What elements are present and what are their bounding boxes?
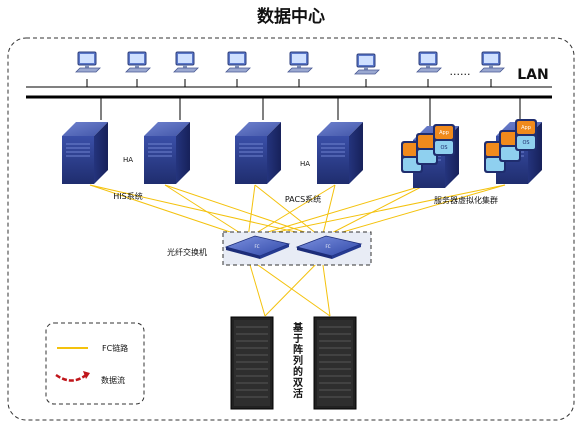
more-workstations-ellipsis: ......	[450, 65, 471, 78]
workstation-icon	[225, 51, 251, 87]
workstation-icon	[479, 51, 505, 87]
workstation-icon	[75, 51, 101, 87]
workstation-icon	[287, 51, 313, 87]
svg-text:FC: FC	[325, 244, 330, 249]
vm-os-label: OS	[522, 140, 529, 146]
vm-app-label: App	[439, 130, 449, 136]
his-system-label: HIS系统	[113, 191, 142, 201]
svg-text:于: 于	[293, 333, 303, 345]
vm-app-label: App	[521, 125, 531, 131]
his-server-2	[143, 121, 191, 185]
pacs-server-1	[234, 121, 282, 185]
bus-drops	[100, 97, 521, 126]
legend-data-flow-label: 数据流	[101, 375, 125, 385]
svg-text:阵: 阵	[293, 343, 303, 356]
vm-os-label: OS	[440, 145, 447, 151]
legend-data-flow-swatch	[55, 373, 87, 382]
vm-icon: App OS	[433, 124, 455, 156]
pacs-server-2	[316, 121, 364, 185]
ha-label-his: HA	[123, 156, 133, 164]
workstation-icon	[173, 51, 199, 87]
fc-switch-2: FC	[295, 235, 363, 259]
virtualization-cluster-label: 服务器虚拟化集群	[434, 195, 498, 205]
legend-fc-link-label: FC链路	[102, 343, 128, 353]
vm-icon: App OS	[515, 119, 537, 151]
pacs-system-label: PACS系统	[285, 194, 321, 204]
workstation-icon	[416, 51, 442, 87]
lan-label: LAN	[517, 67, 548, 83]
svg-text:列: 列	[293, 354, 303, 367]
storage-array-2	[313, 316, 357, 410]
svg-text:活: 活	[293, 387, 303, 400]
svg-text:基: 基	[292, 321, 304, 334]
legend: FC链路 数据流	[45, 322, 145, 405]
storage-active-active-label: 基 于 阵 列 的 双 活	[292, 321, 304, 400]
svg-text:FC: FC	[254, 244, 259, 249]
his-server-1	[61, 121, 109, 185]
fc-switch-1: FC	[224, 235, 291, 259]
fc-switch-label: 光纤交换机	[167, 247, 207, 257]
vm-stack-1: App OS	[401, 124, 455, 173]
storage-array-1	[230, 316, 274, 410]
vm-stack-2: App OS	[484, 119, 537, 173]
diagram-title: 数据中心	[257, 6, 325, 27]
ha-label-pacs: HA	[300, 160, 310, 168]
svg-text:的: 的	[293, 365, 303, 378]
workstation-icon	[125, 51, 151, 87]
svg-text:双: 双	[293, 377, 303, 389]
workstation-icon	[354, 53, 380, 87]
fc-links	[89, 184, 506, 317]
data-center-boundary	[7, 37, 575, 421]
